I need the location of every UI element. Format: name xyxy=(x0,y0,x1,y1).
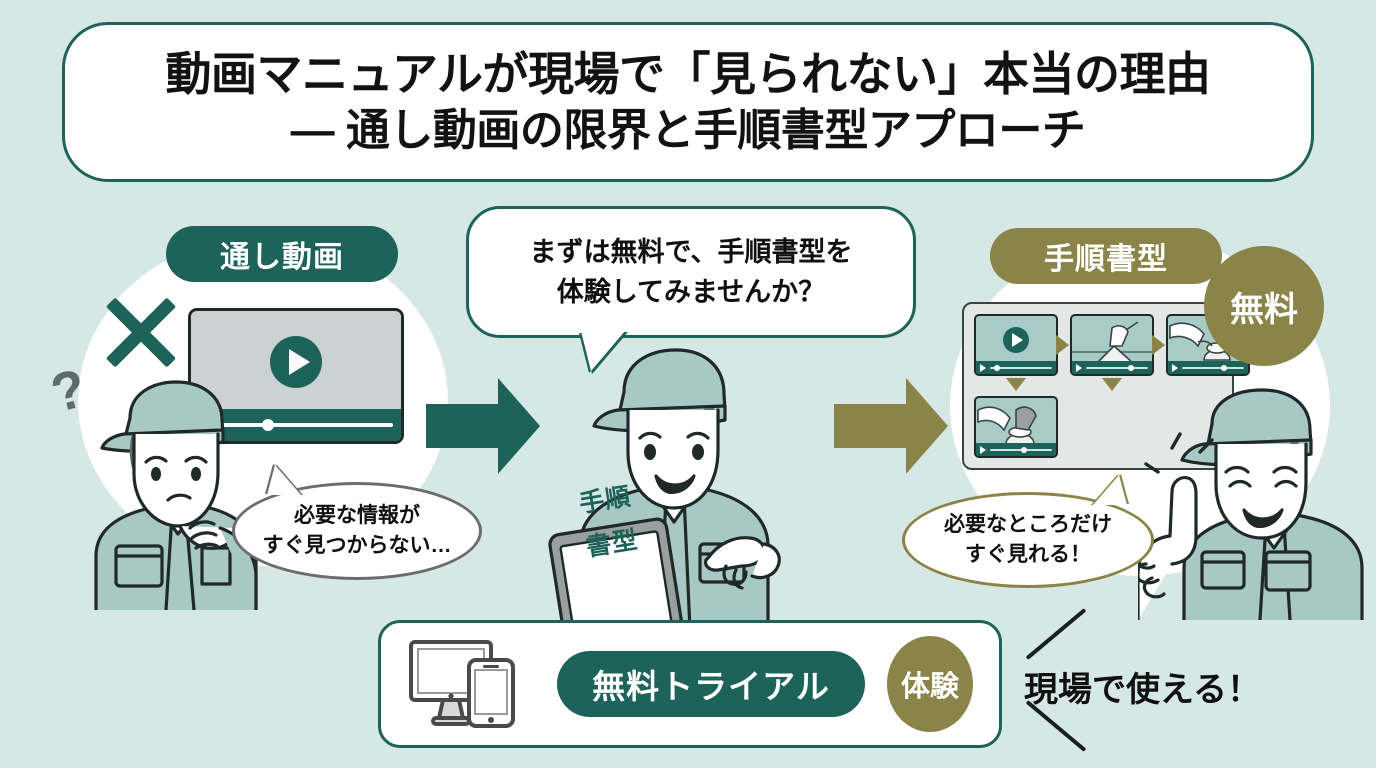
badge-free-circle: 無料 xyxy=(1204,246,1324,366)
speech-bubble-left: 必要な情報が すぐ見つからない… xyxy=(232,465,482,580)
speech-left-line-2: すぐ見つからない… xyxy=(262,534,452,557)
seek-knob[interactable] xyxy=(1221,364,1228,371)
seek-track[interactable] xyxy=(1182,364,1244,371)
seek-track[interactable] xyxy=(990,364,1052,371)
video-seek-knob[interactable] xyxy=(262,419,275,431)
speech-left-line-1: 必要な情報が xyxy=(294,504,420,527)
speech-bubble-right: 必要なところだけ すぐ見れる！ xyxy=(902,475,1154,588)
speech-center-line-1: まずは無料で、手順書型を xyxy=(529,237,853,267)
page-title-line-2: ― 通し動画の限界と手順書型アプローチ xyxy=(290,106,1086,155)
step-thumbnail-1[interactable] xyxy=(974,314,1058,376)
title-card: 動画マニュアルが現場で「見られない」本当の理由 ― 通し動画の限界と手順書型アプ… xyxy=(62,22,1314,182)
play-small-icon xyxy=(1172,363,1178,372)
seek-knob[interactable] xyxy=(994,364,1001,371)
emphasis-lines-icon xyxy=(1144,432,1214,474)
flow-arrow-teal-icon xyxy=(426,378,540,474)
step-thumbnail-4[interactable] xyxy=(974,396,1058,458)
tagline-text: 現場で使える！ xyxy=(1024,671,1261,709)
video-screen xyxy=(191,311,401,412)
speech-center-line-2: 体験してみませんか？ xyxy=(556,277,826,307)
flow-arrow-olive-icon xyxy=(834,378,948,474)
speech-tail-icon xyxy=(267,465,301,495)
step-arrow-down-icon xyxy=(1006,378,1026,391)
play-icon[interactable] xyxy=(270,335,322,388)
thumbnail-progress-bar[interactable] xyxy=(1168,361,1248,374)
seek-track[interactable] xyxy=(1086,364,1148,371)
worker-presenting-illustration xyxy=(548,348,781,630)
page-title-line-1: 動画マニュアルが現場で「見られない」本当の理由 xyxy=(165,48,1211,100)
trial-circle-badge: 体験 xyxy=(887,636,973,732)
thumbnail-progress-bar[interactable] xyxy=(1072,361,1152,374)
seek-track[interactable] xyxy=(990,446,1052,453)
seek-knob[interactable] xyxy=(1021,446,1028,453)
speech-bubble-center: まずは無料で、手順書型を 体験してみませんか？ xyxy=(466,206,916,371)
speech-tail-icon xyxy=(1093,475,1127,505)
cta-card: 無料トライアル 体験 xyxy=(378,620,1002,748)
thumbnail-progress-bar[interactable] xyxy=(976,361,1056,374)
hand-press-icon xyxy=(1072,321,1152,365)
play-small-icon xyxy=(980,363,986,372)
monitor-and-phone-icon xyxy=(409,640,515,728)
hand-point-icon xyxy=(1169,322,1231,361)
emphasis-slash-top-icon xyxy=(1025,608,1087,660)
hand-grip-icon xyxy=(977,406,1037,445)
x-mark-icon xyxy=(98,288,184,374)
badge-through-video: 通し動画 xyxy=(166,226,398,282)
play-small-icon xyxy=(1076,363,1082,372)
step-arrow-right-icon xyxy=(1152,335,1165,355)
badge-procedure-type: 手順書型 xyxy=(990,228,1222,284)
step-arrow-right-icon xyxy=(1056,335,1069,355)
play-small-icon xyxy=(980,445,986,454)
video-seek-track[interactable] xyxy=(220,419,393,431)
worker-confused-illustration xyxy=(94,380,258,610)
speech-tail-icon xyxy=(581,331,625,371)
speech-right-line-2: すぐ見れる！ xyxy=(965,543,1091,566)
worker-pointing-illustration xyxy=(1138,388,1364,620)
step-thumbnail-2[interactable] xyxy=(1070,314,1154,376)
speech-right-line-1: 必要なところだけ xyxy=(944,513,1112,536)
video-player[interactable] xyxy=(188,308,404,444)
free-trial-button[interactable]: 無料トライアル xyxy=(557,651,865,717)
thumbnail-progress-bar[interactable] xyxy=(976,443,1056,456)
play-icon[interactable] xyxy=(1003,327,1029,354)
seek-knob[interactable] xyxy=(1127,364,1134,371)
step-arrow-down-icon xyxy=(1102,378,1122,391)
